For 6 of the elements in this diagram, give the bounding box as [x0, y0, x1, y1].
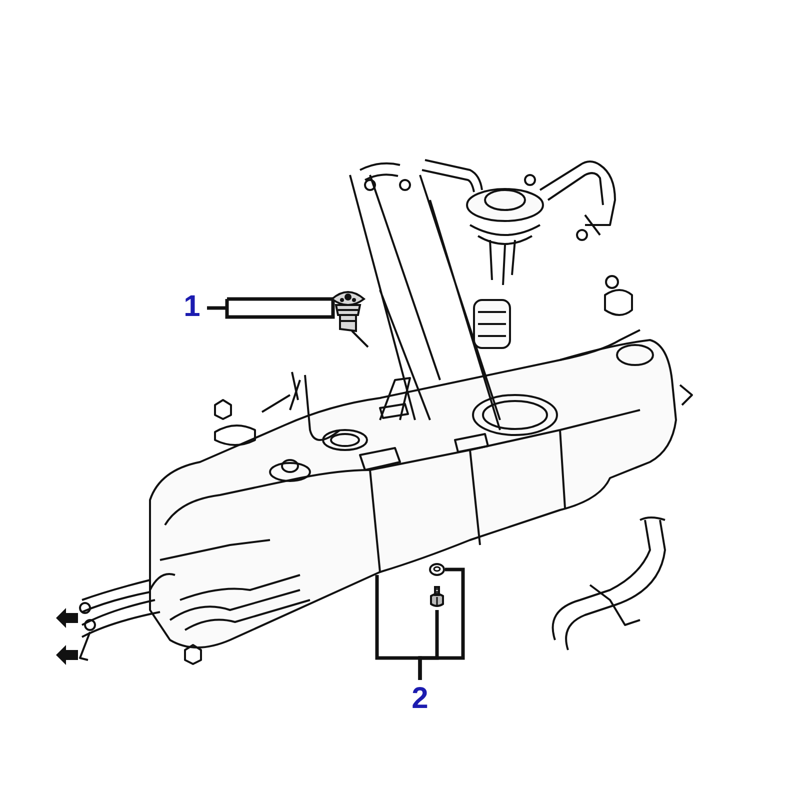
part-drawing — [429, 586, 445, 610]
leader-line — [418, 610, 439, 680]
callout-number: 1 — [184, 290, 200, 323]
callout-number: 2 — [412, 682, 428, 715]
leader-line — [205, 297, 335, 319]
part-drawing — [429, 563, 445, 576]
